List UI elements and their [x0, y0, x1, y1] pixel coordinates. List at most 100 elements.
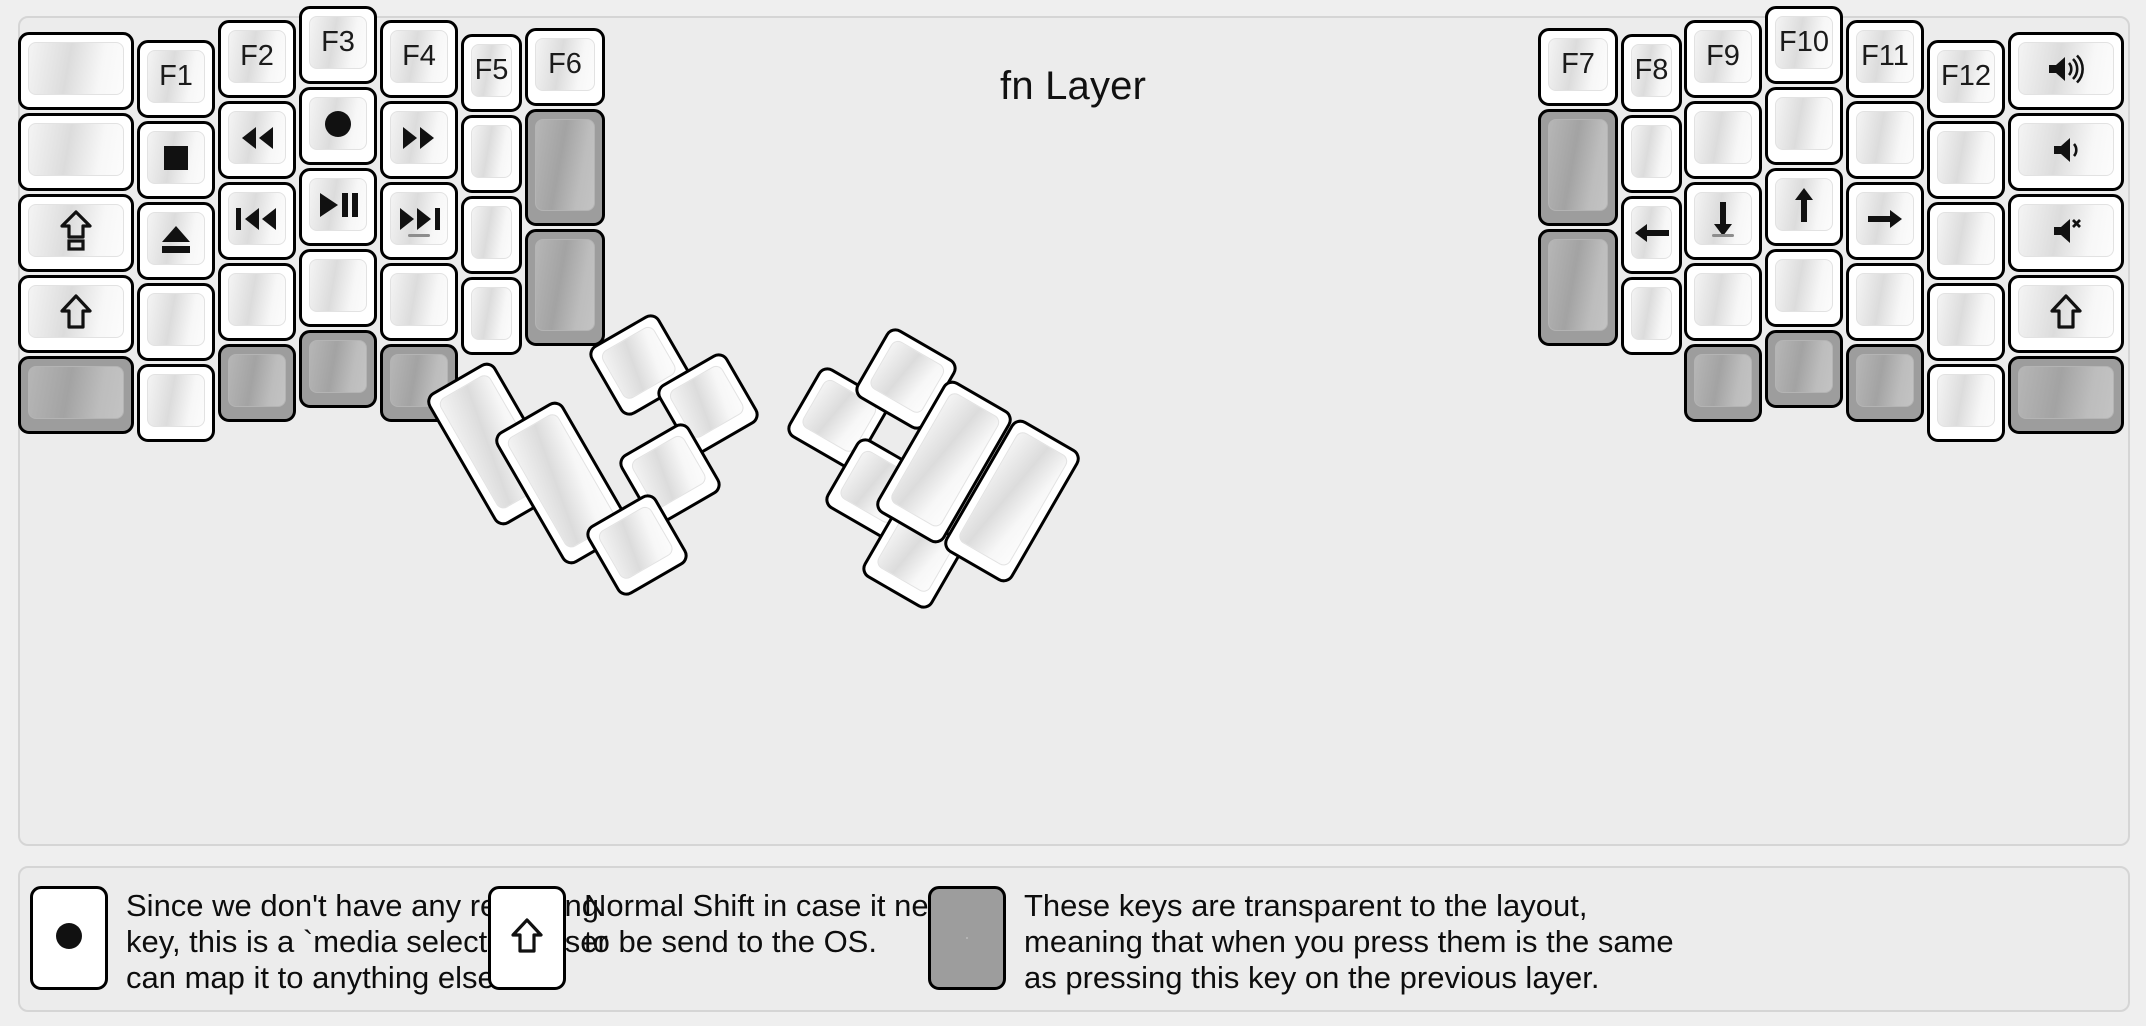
- legend-item: Normal Shift in case it needs to be send…: [488, 886, 979, 990]
- key-blank[interactable]: [1927, 121, 2005, 199]
- keycap-surface: [390, 273, 448, 326]
- key-f10[interactable]: F10: [1765, 6, 1843, 84]
- key-f4[interactable]: F4: [380, 20, 458, 98]
- keycap-surface: [535, 119, 595, 211]
- key-secondary-mark: [1712, 234, 1734, 237]
- key-media-play-pause[interactable]: [299, 168, 377, 246]
- key-transparent[interactable]: [1846, 344, 1924, 422]
- keycap-surface: [1937, 131, 1995, 184]
- keycap-surface: [1631, 44, 1672, 97]
- keycap-surface: [1548, 239, 1608, 331]
- key-blank[interactable]: [137, 283, 215, 361]
- key-media-rewind[interactable]: [218, 101, 296, 179]
- keycap-surface: [1694, 192, 1752, 245]
- record-circle-icon: [54, 921, 84, 956]
- key-transparent[interactable]: [299, 330, 377, 408]
- keycap-surface: [1775, 97, 1833, 150]
- key-transparent[interactable]: [525, 109, 605, 226]
- key-f11[interactable]: F11: [1846, 20, 1924, 98]
- key-transparent[interactable]: [2008, 356, 2124, 434]
- keycap-surface: [147, 212, 205, 265]
- keycap-surface: [1548, 119, 1608, 211]
- key-transparent[interactable]: [525, 229, 605, 346]
- key-blank[interactable]: [1621, 115, 1682, 193]
- key-f9[interactable]: F9: [1684, 20, 1762, 98]
- keycap-surface: [390, 354, 448, 407]
- key-transparent[interactable]: [1538, 109, 1618, 226]
- keycap-surface: [2018, 204, 2114, 257]
- key-blank[interactable]: [461, 277, 522, 355]
- key-f3[interactable]: F3: [299, 6, 377, 84]
- key-record-circle[interactable]: [299, 87, 377, 165]
- key-transparent[interactable]: [18, 356, 134, 434]
- key-media-fast-forward[interactable]: [380, 101, 458, 179]
- key-blank[interactable]: [1765, 87, 1843, 165]
- key-blank[interactable]: [137, 364, 215, 442]
- key-media-next[interactable]: [380, 182, 458, 260]
- keycap-surface: [1775, 259, 1833, 312]
- legend-panel: Since we don't have any recording key, t…: [18, 866, 2130, 1012]
- key-blank[interactable]: [1927, 283, 2005, 361]
- keycap-surface: [309, 97, 367, 150]
- key-caps-lock[interactable]: [18, 194, 134, 272]
- key-blank[interactable]: [18, 113, 134, 191]
- keycap-surface: [471, 125, 512, 178]
- key-arrow-right[interactable]: [1846, 182, 1924, 260]
- key-f12[interactable]: F12: [1927, 40, 2005, 118]
- key-arrow-down[interactable]: [1684, 182, 1762, 260]
- keycap-surface: [966, 937, 968, 939]
- keycap-surface: [1856, 111, 1914, 164]
- keycap-surface: [1694, 111, 1752, 164]
- key-media-eject[interactable]: [137, 202, 215, 280]
- key-blank[interactable]: [1765, 249, 1843, 327]
- key-volume-mute[interactable]: [2008, 194, 2124, 272]
- key-blank[interactable]: [299, 249, 377, 327]
- keycap-surface: [1856, 273, 1914, 326]
- keycap-surface: [147, 131, 205, 184]
- legend-key-transparent: [928, 886, 1006, 990]
- key-blank[interactable]: [380, 263, 458, 341]
- key-f2[interactable]: F2: [218, 20, 296, 98]
- key-blank[interactable]: [18, 32, 134, 110]
- key-media-stop[interactable]: [137, 121, 215, 199]
- key-f7[interactable]: F7: [1538, 28, 1618, 106]
- keycap-surface: [1694, 354, 1752, 407]
- key-arrow-up[interactable]: [1765, 168, 1843, 246]
- key-blank[interactable]: [461, 196, 522, 274]
- key-blank[interactable]: [1684, 101, 1762, 179]
- key-transparent[interactable]: [1684, 344, 1762, 422]
- keycap-surface: [147, 50, 205, 103]
- key-volume-down[interactable]: [2008, 113, 2124, 191]
- key-shift-arrow[interactable]: [2008, 275, 2124, 353]
- key-volume-up[interactable]: [2008, 32, 2124, 110]
- keycap-surface: [28, 204, 124, 257]
- key-f1[interactable]: F1: [137, 40, 215, 118]
- key-blank[interactable]: [1621, 277, 1682, 355]
- key-blank[interactable]: [1927, 202, 2005, 280]
- key-blank[interactable]: [1846, 263, 1924, 341]
- key-f5[interactable]: F5: [461, 34, 522, 112]
- key-shift-arrow[interactable]: [18, 275, 134, 353]
- key-f8[interactable]: F8: [1621, 34, 1682, 112]
- keycap-surface: [1775, 178, 1833, 231]
- keycap-surface: [1775, 16, 1833, 69]
- keycap-surface: [28, 42, 124, 95]
- keycap-surface: [309, 340, 367, 393]
- legend-description: These keys are transparent to the layout…: [1024, 888, 1674, 995]
- key-arrow-left[interactable]: [1621, 196, 1682, 274]
- key-blank[interactable]: [461, 115, 522, 193]
- legend-key-shift-arrow: [488, 886, 566, 990]
- key-f6[interactable]: F6: [525, 28, 605, 106]
- key-transparent[interactable]: [1538, 229, 1618, 346]
- key-blank[interactable]: [218, 263, 296, 341]
- key-blank[interactable]: [1927, 364, 2005, 442]
- keycap-surface: [28, 285, 124, 338]
- key-blank[interactable]: [1846, 101, 1924, 179]
- legend-item: These keys are transparent to the layout…: [928, 886, 1674, 996]
- key-transparent[interactable]: [1765, 330, 1843, 408]
- key-transparent[interactable]: [218, 344, 296, 422]
- key-media-previous[interactable]: [218, 182, 296, 260]
- key-blank[interactable]: [1684, 263, 1762, 341]
